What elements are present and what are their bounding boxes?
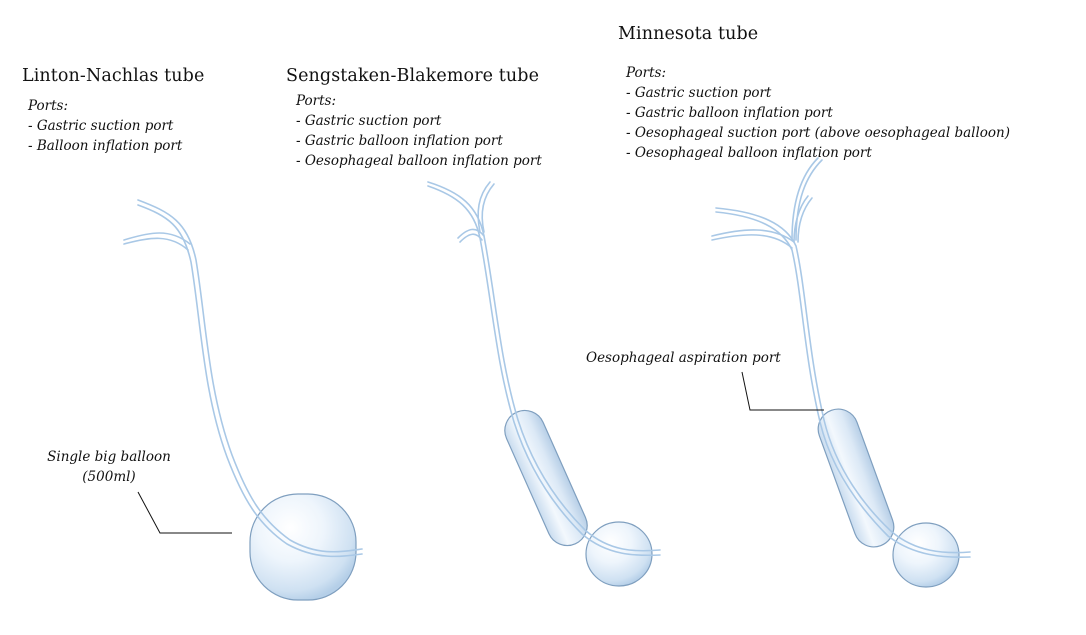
port-item: - Gastric balloon inflation port — [296, 133, 503, 149]
port-item: - Gastric suction port — [296, 113, 442, 129]
linton-nachlas-ports: Ports: - Gastric suction port - Balloon … — [28, 96, 182, 156]
sengstaken-blakemore-tube — [427, 181, 661, 587]
port-item: - Gastric balloon inflation port — [626, 105, 833, 121]
port-item: - Oesophageal balloon inflation port — [296, 153, 542, 169]
single-balloon-label-line2: (500ml) — [82, 469, 136, 485]
port-item: - Oesophageal suction port (above oesoph… — [626, 125, 1010, 141]
sengstaken-blakemore-ports: Ports: - Gastric suction port - Gastric … — [296, 91, 542, 171]
minnesota-title: Minnesota tube — [618, 24, 759, 44]
oesophageal-balloon — [504, 409, 588, 547]
port-item: - Balloon inflation port — [28, 138, 183, 154]
single-balloon-leader-line — [137, 491, 232, 534]
linton-nachlas-title: Linton-Nachlas tube — [22, 66, 205, 86]
ports-heading: Ports: — [296, 93, 337, 109]
aspiration-port-leader-line — [741, 371, 824, 411]
aspiration-port-label: Oesophageal aspiration port — [586, 350, 781, 366]
minnesota-tube — [711, 157, 971, 588]
ports-heading: Ports: — [28, 98, 69, 114]
gastric-balloon — [585, 521, 653, 587]
sengstaken-blakemore-title: Sengstaken-Blakemore tube — [286, 66, 540, 86]
minnesota-ports: Ports: - Gastric suction port - Gastric … — [626, 63, 1010, 163]
single-balloon-label-line1: Single big balloon — [47, 449, 171, 465]
linton-nachlas-tube — [123, 199, 363, 601]
port-item: - Oesophageal balloon inflation port — [626, 145, 872, 161]
port-item: - Gastric suction port — [28, 118, 174, 134]
ports-heading: Ports: — [626, 65, 667, 81]
single-balloon-label: Single big balloon (500ml) — [44, 447, 174, 487]
oesophageal-balloon — [817, 408, 895, 548]
gastric-balloon — [892, 522, 960, 588]
port-item: - Gastric suction port — [626, 85, 772, 101]
